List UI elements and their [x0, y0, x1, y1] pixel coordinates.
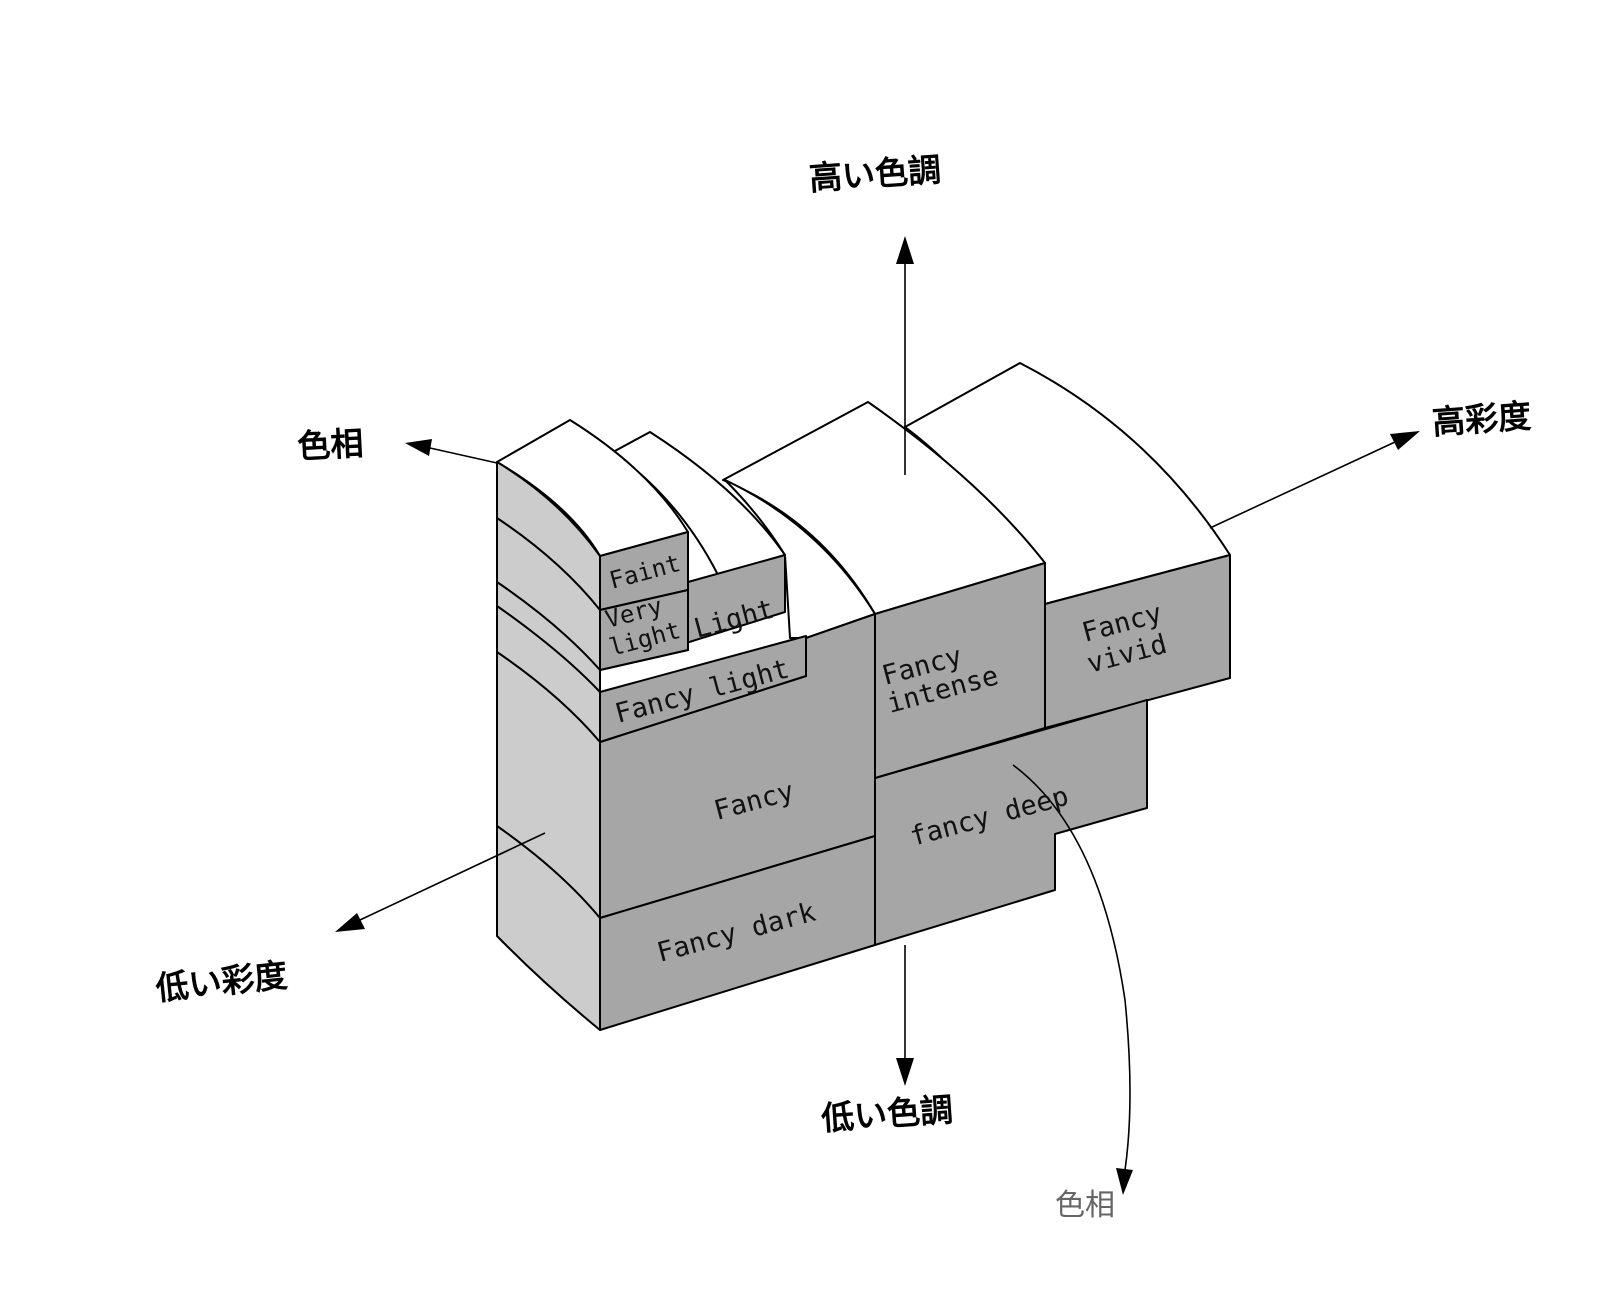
axes [335, 236, 1420, 1195]
side-divider-4 [496, 651, 601, 743]
label-hue-top: 色相 [296, 424, 364, 466]
label-high-tone: 高い色調 [808, 150, 942, 198]
side-divider-2 [496, 581, 601, 671]
block-fancy-light [599, 635, 807, 743]
side-divider-3 [496, 605, 601, 693]
label-low-saturation: 低い彩度 [154, 955, 289, 1008]
axis-hue-curve [1012, 764, 1131, 1171]
label-hue-bottom: 色相 [1055, 1188, 1115, 1223]
axis-labels: 高い色調 低い色調 高彩度 低い彩度 色相 色相 [154, 150, 1533, 1223]
block-fancy-dark [599, 835, 876, 1031]
axis-saturation-high [1209, 441, 1396, 529]
arrow-saturation-low [335, 913, 365, 932]
axis-hue-top [429, 447, 498, 464]
arrow-saturation-high [1390, 431, 1420, 450]
arrow-hue-bottom [1116, 1168, 1133, 1195]
side-face [496, 461, 601, 1031]
arrow-tone-down [896, 1058, 914, 1086]
block-very-light [599, 589, 689, 671]
side-divider-1 [496, 517, 601, 611]
label-low-tone: 低い色調 [820, 1090, 954, 1138]
side-face-left [496, 461, 601, 1031]
label-high-saturation: 高彩度 [1431, 396, 1532, 442]
arrow-tone-up [896, 236, 914, 264]
axis-saturation-low [359, 832, 546, 921]
arrow-hue-top [405, 439, 432, 456]
side-divider-5 [496, 825, 601, 919]
top-faces [496, 362, 1231, 639]
front-faces [599, 531, 1231, 1031]
